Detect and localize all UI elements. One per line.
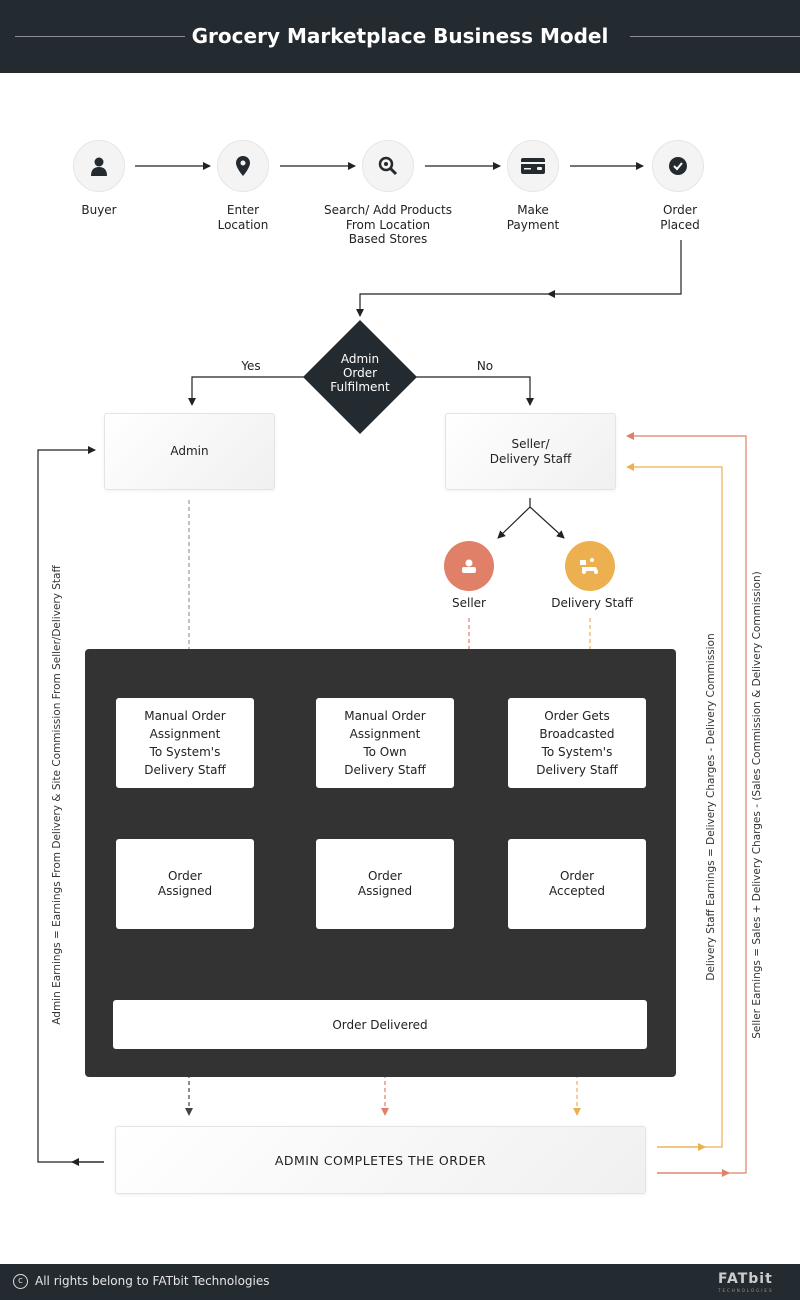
decision-diamond	[303, 320, 417, 434]
seller-label: Seller	[452, 596, 486, 610]
order-delivered-box: Order Delivered	[113, 1000, 647, 1049]
step-label-buyer: Buyer	[81, 203, 117, 217]
buyer-step	[73, 140, 125, 192]
delivery-staff-circle	[565, 541, 615, 591]
step-label-search: Search/ Add Products From Location Based…	[324, 203, 452, 246]
enter-location-step	[217, 140, 269, 192]
no-label: No	[476, 359, 494, 373]
delivery-scooter-icon	[580, 558, 598, 574]
check-circle-icon	[669, 157, 687, 175]
credit-card-icon	[521, 158, 545, 174]
delivery-staff-earnings-text: Delivery Staff Earnings = Delivery Charg…	[705, 633, 717, 981]
search-icon	[378, 156, 398, 176]
admin-completes-order-box: ADMIN COMPLETES THE ORDER	[115, 1126, 646, 1194]
order-assigned-box-2: Order Assigned	[316, 839, 454, 929]
search-products-step	[362, 140, 414, 192]
location-pin-icon	[236, 156, 250, 176]
step-label-location: Enter Location	[217, 203, 269, 232]
header-divider-right	[630, 36, 800, 37]
yes-label: Yes	[241, 359, 261, 373]
delivery-staff-label: Delivery Staff	[551, 596, 633, 610]
user-icon	[91, 157, 107, 176]
seller-user-icon	[462, 559, 476, 573]
copyright-text: All rights belong to FATbit Technologies	[35, 1274, 270, 1288]
seller-earnings-text: Seller Earnings = Sales + Delivery Charg…	[751, 571, 763, 1039]
header-divider-left	[15, 36, 185, 37]
order-assigned-box-1: Order Assigned	[116, 839, 254, 929]
decision-label: Admin Order Fulfilment	[330, 352, 390, 394]
seller-delivery-staff-box: Seller/ Delivery Staff	[445, 413, 616, 490]
fatbit-logo-sub: TECHNOLOGIES	[718, 1288, 774, 1293]
make-payment-step	[507, 140, 559, 192]
manual-assign-system-box: Manual Order Assignment To System's Deli…	[116, 698, 254, 788]
order-broadcast-box: Order Gets Broadcasted To System's Deliv…	[508, 698, 646, 788]
page-title: Grocery Marketplace Business Model	[191, 24, 609, 48]
admin-box: Admin	[104, 413, 275, 490]
manual-assign-own-box: Manual Order Assignment To Own Delivery …	[316, 698, 454, 788]
step-label-payment: Make Payment	[506, 203, 560, 232]
fatbit-logo: FATbit	[718, 1271, 773, 1287]
seller-circle	[444, 541, 494, 591]
order-placed-step	[652, 140, 704, 192]
copyright-icon: c	[13, 1274, 28, 1289]
step-label-order-placed: Order Placed	[660, 203, 700, 232]
footer	[0, 1264, 800, 1300]
admin-earnings-text: Admin Earnings = Earnings From Delivery …	[51, 565, 63, 1025]
order-accepted-box: Order Accepted	[508, 839, 646, 929]
